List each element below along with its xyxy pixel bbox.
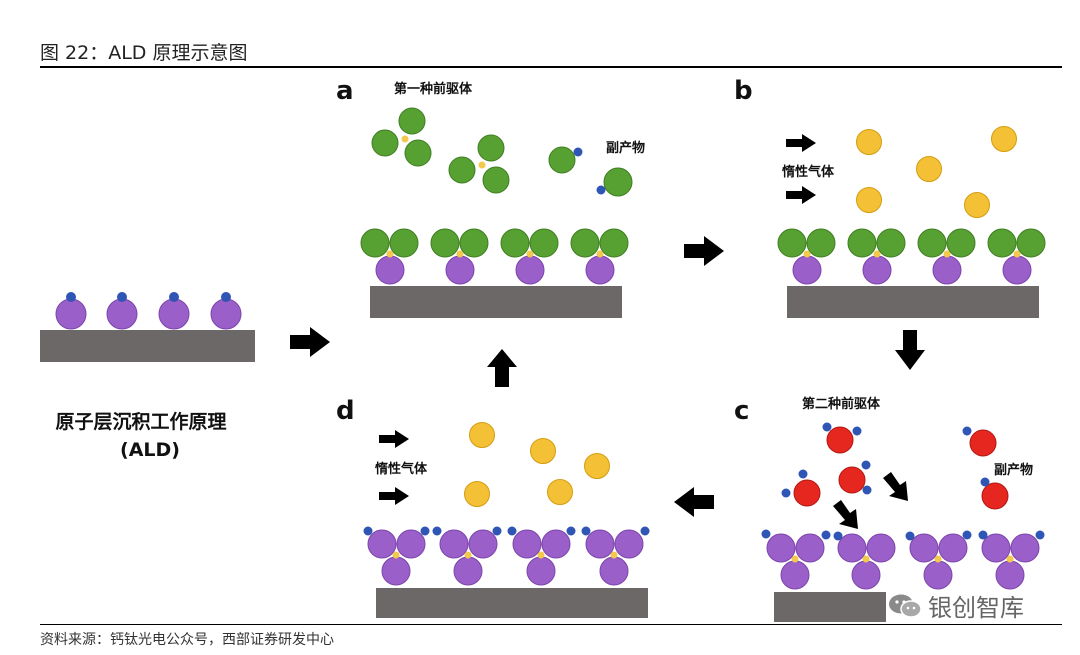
initial-substrate-group xyxy=(40,292,255,362)
substrate-a xyxy=(370,286,622,318)
inert-gas-label-d: 惰性气体 xyxy=(375,461,428,477)
left-caption-line2: (ALD) xyxy=(120,439,180,461)
inert-gas-molecules-b xyxy=(856,126,1017,218)
substrate-d xyxy=(376,588,648,618)
first-precursor-molecule xyxy=(371,107,432,167)
bonded-unit xyxy=(360,228,419,285)
arrow-right-icon xyxy=(786,186,816,204)
initial-site xyxy=(106,292,138,330)
figure-title: 图 22：ALD 原理示意图 xyxy=(40,42,248,64)
surface-unit xyxy=(432,526,502,586)
byproduct-label-a: 副产物 xyxy=(606,140,645,156)
bonded-unit xyxy=(917,228,976,285)
left-caption-line1: 原子层沉积工作原理 xyxy=(55,410,226,433)
second-precursor-molecule xyxy=(781,469,821,507)
arrow-down-icon xyxy=(895,330,925,370)
panel-letter-a: a xyxy=(336,76,354,106)
arrow-left-icon xyxy=(674,487,714,517)
surface-unit xyxy=(761,529,831,590)
arrow-right-icon xyxy=(684,236,724,266)
first-precursor-molecule xyxy=(448,134,510,194)
bonded-unit xyxy=(987,228,1046,285)
surface-unit xyxy=(978,530,1045,590)
initial-site xyxy=(55,292,87,330)
initial-substrate xyxy=(40,330,255,362)
arrow-right-icon xyxy=(379,430,409,448)
panel-letter-d: d xyxy=(336,396,355,426)
second-precursor-molecule xyxy=(838,460,872,495)
top-rule xyxy=(40,66,1062,68)
arrow-up-icon xyxy=(487,349,517,387)
byproduct-molecule xyxy=(596,167,633,197)
byproduct-molecule xyxy=(980,477,1009,510)
byproduct-molecule xyxy=(548,146,583,174)
first-precursor-label: 第一种前驱体 xyxy=(394,81,473,97)
surface-unit xyxy=(833,531,896,590)
initial-site xyxy=(210,292,242,330)
panel-letter-c: c xyxy=(734,396,749,426)
surface-unit xyxy=(905,530,972,590)
bonded-unit xyxy=(847,228,906,285)
panel-letter-b: b xyxy=(734,76,753,106)
watermark: 银创智库 xyxy=(888,588,1024,623)
surface-unit xyxy=(507,526,576,586)
watermark-text: 银创智库 xyxy=(928,594,1024,622)
bottom-rule xyxy=(40,624,1062,625)
bonded-unit xyxy=(430,228,489,285)
second-precursor-label: 第二种前驱体 xyxy=(802,396,881,412)
substrate-c xyxy=(774,592,886,622)
arrow-diagonal-icon xyxy=(833,500,858,529)
byproduct-label-c: 副产物 xyxy=(994,462,1033,478)
byproduct-molecule xyxy=(962,426,997,457)
arrow-right-icon xyxy=(786,134,816,152)
arrow-right-icon xyxy=(379,487,409,505)
arrow-diagonal-icon xyxy=(883,472,908,501)
inert-gas-label-b: 惰性气体 xyxy=(782,164,835,180)
source-note: 资料来源：钙钛光电公众号，西部证券研发中心 xyxy=(40,632,334,648)
arrow-right-icon xyxy=(290,327,330,357)
wechat-icon xyxy=(889,594,922,618)
second-precursor-molecule xyxy=(822,422,862,454)
initial-site xyxy=(158,292,190,330)
bonded-unit xyxy=(570,228,629,285)
surface-unit xyxy=(363,526,430,586)
bonded-unit xyxy=(777,228,836,285)
bonded-unit xyxy=(500,228,559,285)
substrate-b xyxy=(787,286,1039,318)
inert-gas-molecules-d xyxy=(464,422,610,507)
surface-unit xyxy=(581,526,650,586)
